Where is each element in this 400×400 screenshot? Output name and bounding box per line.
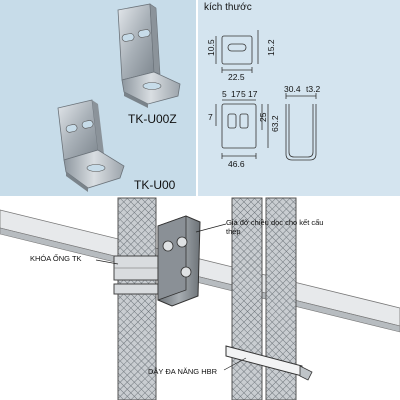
dim-front-b: 17 [231, 89, 241, 99]
product-photo-panel: TK-U00Z TK-U00 [0, 0, 196, 196]
front-view [215, 99, 269, 159]
dimension-title: kích thước [204, 2, 252, 13]
callout-leader-bracket [195, 223, 227, 233]
bolt-icon [180, 266, 192, 278]
dim-front-f: 25 [258, 112, 268, 122]
hbr-band [225, 345, 313, 381]
dim-front-a: 5 [222, 89, 227, 99]
dim-front-d: 17 [248, 89, 258, 99]
dimension-panel: kích thước [198, 0, 400, 196]
callout-leader-clamp [95, 259, 119, 265]
pipe-right-1 [231, 197, 263, 400]
callout-leader-band [223, 357, 247, 371]
bracket-tk-u00 [57, 99, 125, 192]
dim-side-w: 30.4 [284, 84, 301, 94]
bolt-icon [162, 240, 174, 252]
tk-pipe-clamp [113, 255, 161, 295]
dim-top-h-left: 10.5 [206, 39, 216, 56]
callout-bracket: Giá đỡ chiều dọc cho kết cấu thép [226, 218, 324, 237]
vertical-bracket [157, 215, 201, 307]
bracket-tk-u00z [117, 3, 181, 108]
dim-front-w: 46.6 [228, 159, 245, 169]
callout-band: DÂY ĐA NĂNG HBR [148, 367, 218, 376]
dim-front-c: 5 [241, 89, 246, 99]
installation-panel: Giá đỡ chiều dọc cho kết cấu thép KHÓA Ố… [0, 197, 400, 400]
bracket-photos [57, 3, 181, 192]
dim-top-h-right: 15.2 [266, 39, 276, 56]
dim-front-h: 63.2 [270, 115, 280, 132]
dim-side-t: t3.2 [306, 84, 320, 94]
dimension-drawings: 10.5 22.5 15.2 5 17 5 17 7 25 63.2 46.6 … [206, 30, 320, 169]
installation-diagram [0, 197, 400, 400]
side-view [285, 93, 317, 161]
callout-clamp: KHÓA ỐNG TK [30, 254, 82, 263]
model-label-tk-u00: TK-U00 [134, 178, 176, 192]
dim-top-w: 22.5 [228, 72, 245, 82]
dim-front-e: 7 [208, 112, 213, 122]
pipe-left [117, 197, 157, 400]
top-view [215, 30, 259, 73]
bolt-icon [176, 236, 188, 248]
model-label-tk-u00z: TK-U00Z [128, 112, 177, 126]
